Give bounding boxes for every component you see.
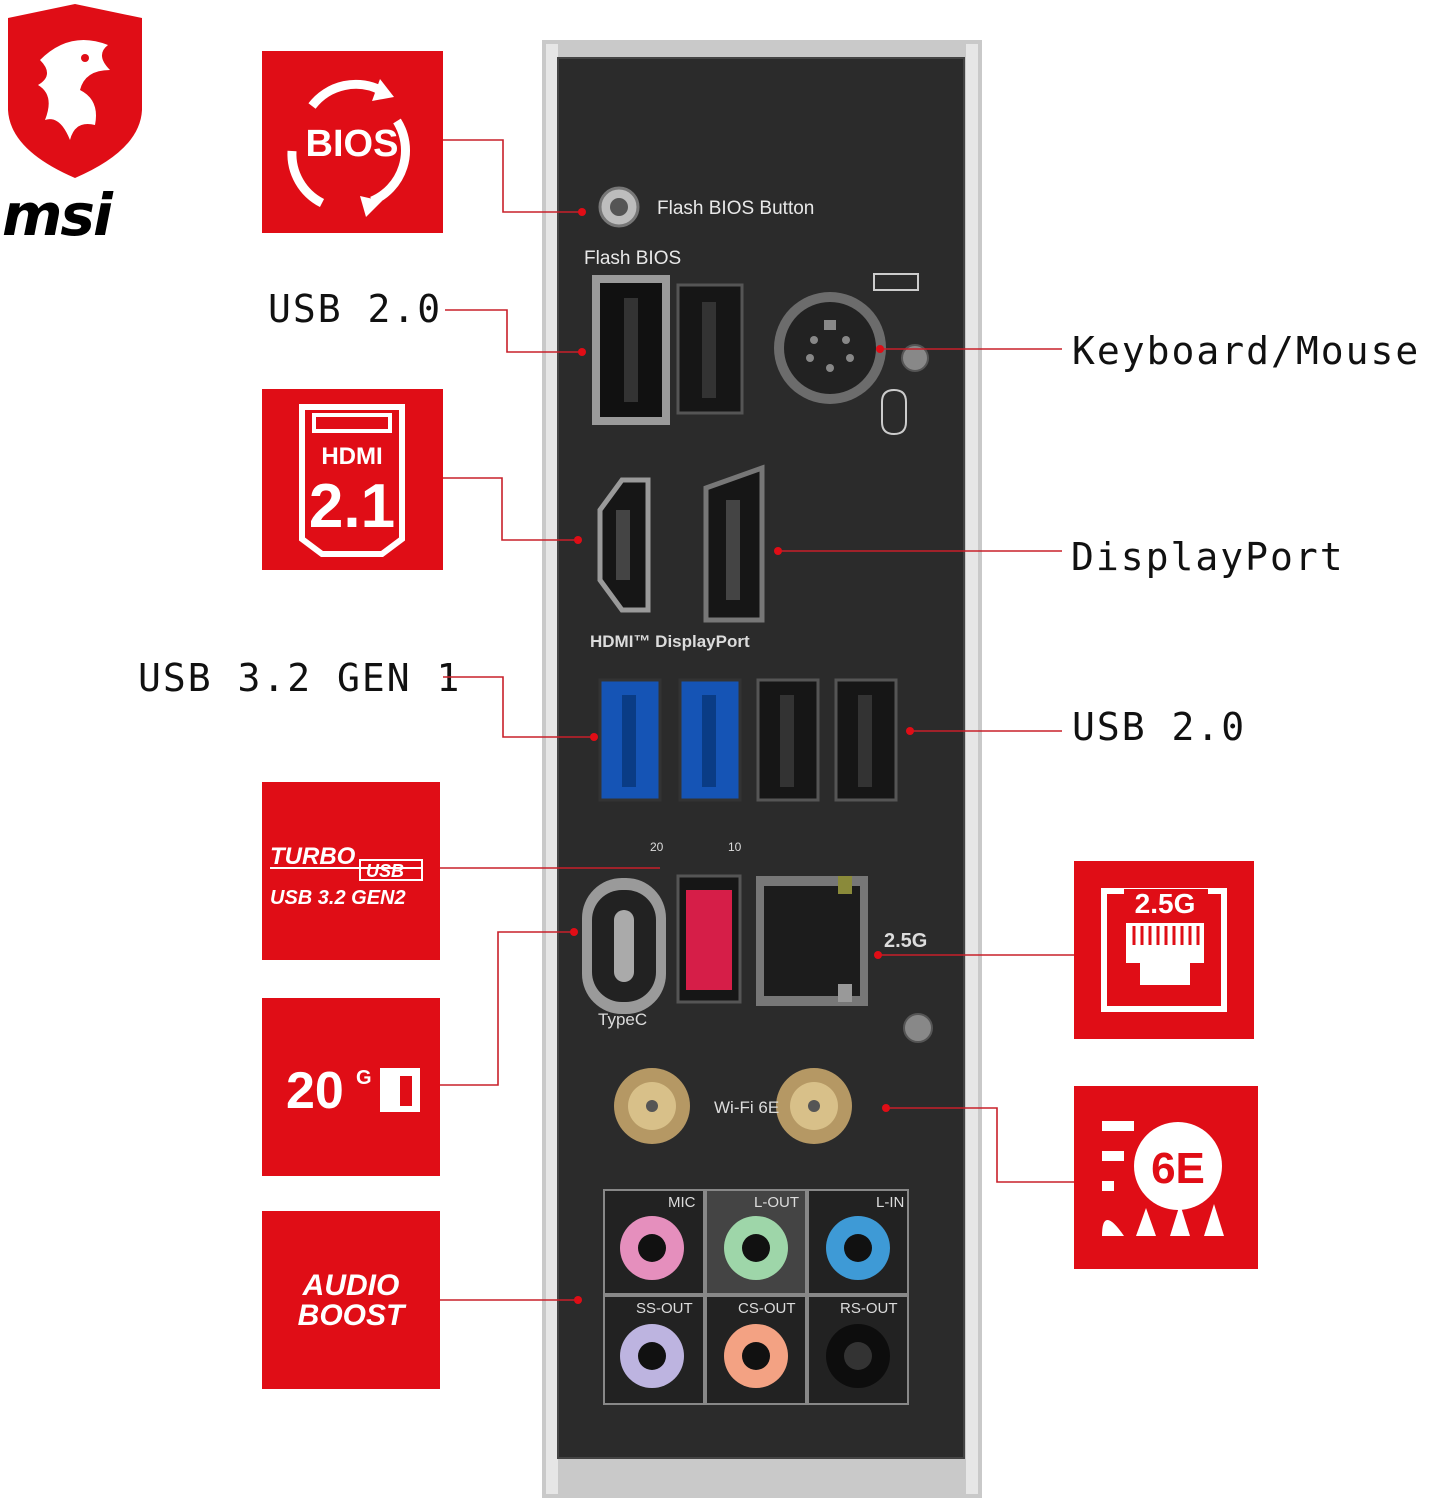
flash-bios-label: Flash BIOS xyxy=(584,248,682,269)
hdmi-21-badge: HDMI 2.1 xyxy=(262,389,443,570)
usbc-port xyxy=(582,878,666,1014)
speed-g-text: G xyxy=(356,1067,372,1089)
io-shield-graphic xyxy=(542,40,982,1498)
screw-top xyxy=(901,344,929,372)
usb32gen2-red-port xyxy=(676,874,742,1004)
displayport-port xyxy=(703,464,765,623)
usb-text: USB xyxy=(366,861,404,881)
screw-mid xyxy=(903,1013,933,1043)
speed-20-text: 20 xyxy=(286,1062,344,1120)
turbo-text: TURBO xyxy=(270,843,356,870)
usb20-port-top-1 xyxy=(592,275,670,425)
lan-port xyxy=(756,876,868,1006)
callout-usb32gen1: USB 3.2 GEN 1 xyxy=(138,656,462,700)
bios-badge: BIOS xyxy=(262,51,443,233)
boost-text: BOOST xyxy=(298,1299,407,1332)
lan-label: 2.5G xyxy=(884,930,928,952)
ps2-port xyxy=(774,292,886,404)
msi-logo: msi xyxy=(0,0,155,245)
audio-csout-label: CS-OUT xyxy=(738,1300,796,1317)
msi-wordmark: msi xyxy=(2,181,113,249)
audio-ssout-label: SS-OUT xyxy=(636,1300,693,1317)
mouse-icon xyxy=(881,388,907,436)
audio-block xyxy=(603,1189,909,1405)
callout-usb20-top: USB 2.0 xyxy=(268,287,443,331)
audio-mic-label: MIC xyxy=(668,1194,696,1211)
audio-rsout-label: RS-OUT xyxy=(840,1300,898,1317)
turbo-usb-badge: TURBO USB USB 3.2 GEN2 xyxy=(262,782,440,960)
usb32-port-2 xyxy=(678,678,742,802)
turbo-usb-graphic: TURBO USB USB 3.2 GEN2 xyxy=(270,843,423,909)
wifi-label: Wi-Fi 6E xyxy=(714,1098,780,1117)
hdmi-dp-label: HDMI™ DisplayPort xyxy=(590,632,750,651)
speed-20g-graphic: 20 G xyxy=(286,1062,420,1120)
bios-refresh-icon: BIOS xyxy=(287,79,410,217)
ss10-label: 10 xyxy=(728,840,742,854)
hdmi-port xyxy=(597,477,651,613)
wifi-6e-icon: 6E xyxy=(1102,1121,1224,1236)
usb20-port-row-2 xyxy=(834,678,898,802)
wifi-6e-text: 6E xyxy=(1151,1144,1205,1193)
typec-label: TypeC xyxy=(598,1010,648,1029)
flash-bios-button-label: Flash BIOS Button xyxy=(657,198,815,219)
lan-25g-badge: 2.5G xyxy=(1074,861,1254,1039)
wifi-6e-badge: 6E xyxy=(1074,1086,1258,1269)
usb32gen2-text: USB 3.2 GEN2 xyxy=(270,887,406,909)
audio-boost-graphic: AUDIO BOOST xyxy=(298,1269,407,1332)
keyboard-icon xyxy=(873,273,919,291)
callout-displayport: DisplayPort xyxy=(1071,535,1345,579)
wifi-antenna-1 xyxy=(614,1068,690,1144)
usb20-port-top-2 xyxy=(676,283,744,415)
speed-20g-badge: 20 G xyxy=(262,998,440,1176)
callout-usb20-right: USB 2.0 xyxy=(1072,705,1247,749)
audio-boost-badge: AUDIO BOOST xyxy=(262,1211,440,1389)
msi-dragon-shield-icon xyxy=(8,4,142,178)
hdmi-connector-icon: HDMI 2.1 xyxy=(299,404,405,557)
usb32-port-1 xyxy=(598,678,662,802)
audio-lin-label: L-IN xyxy=(876,1194,905,1211)
hdmi-text: HDMI xyxy=(321,443,382,470)
lan-25g-text: 2.5G xyxy=(1135,888,1196,919)
usb20-port-row-1 xyxy=(756,678,820,802)
callout-keyboard-mouse: Keyboard/Mouse xyxy=(1072,329,1421,373)
ss20-label: 20 xyxy=(650,840,664,854)
bios-text: BIOS xyxy=(306,123,399,165)
audio-lout-label: L-OUT xyxy=(754,1194,799,1211)
wifi-antenna-2 xyxy=(776,1068,852,1144)
audio-text: AUDIO xyxy=(302,1269,400,1302)
ethernet-port-icon: 2.5G xyxy=(1101,888,1227,1012)
hdmi-version-text: 2.1 xyxy=(309,472,395,541)
io-shield-panel: Flash BIOS Button Flash BIOS HDMI™ Displ… xyxy=(542,40,982,1498)
